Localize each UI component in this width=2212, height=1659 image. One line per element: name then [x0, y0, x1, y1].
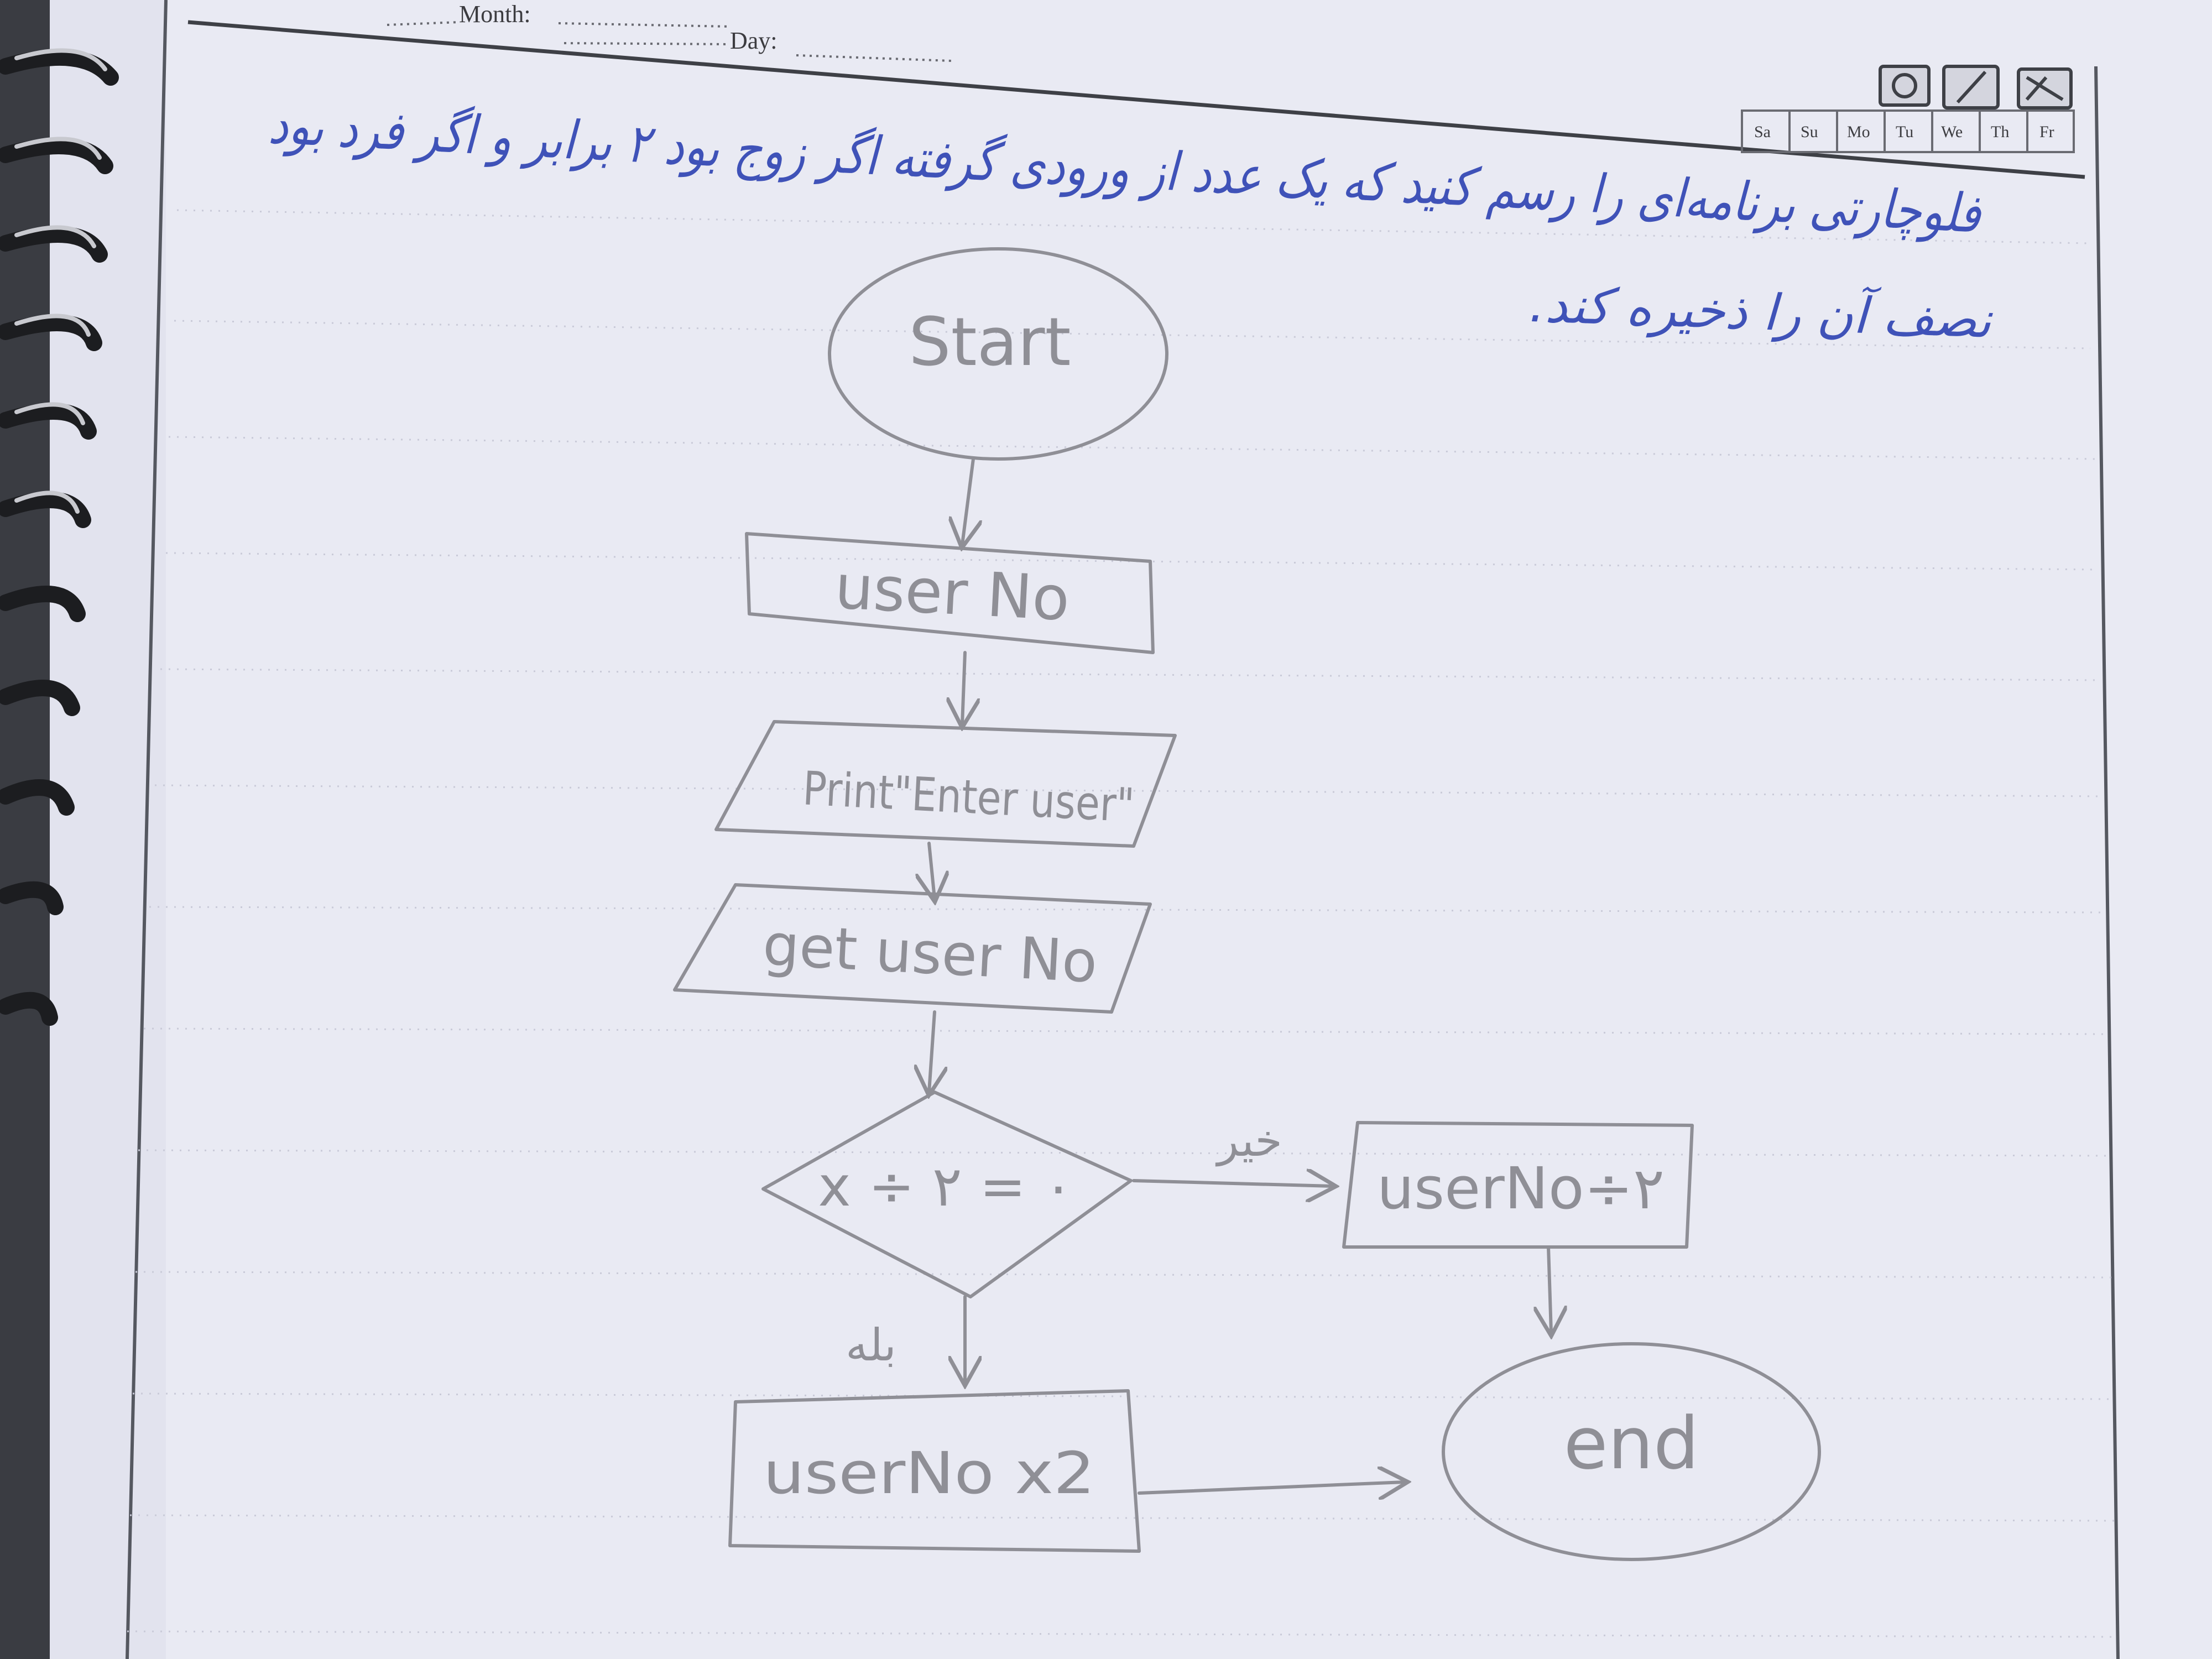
variable-process-box [745, 532, 1155, 654]
end-terminal [1442, 1342, 1821, 1561]
input-box [673, 883, 1152, 1014]
no-action-label: userNo÷۲ [1377, 1155, 1665, 1222]
arrow-input-to-decision [929, 1010, 935, 1092]
decision-label: x ÷ ۲ = ۰ [818, 1154, 1073, 1219]
decision-diamond [761, 1091, 1133, 1298]
yes-branch-label: بله [846, 1319, 896, 1371]
yes-action-box [728, 1389, 1141, 1553]
month-label: Month: [459, 1, 531, 28]
weekday-mo: Mo [1847, 123, 1870, 141]
page-right-border [2094, 66, 2120, 1659]
start-label: Start [909, 304, 1071, 381]
yes-action-label: userNo x2 [763, 1439, 1095, 1507]
print-output-box [714, 720, 1177, 848]
no-action-box [1342, 1121, 1694, 1249]
weekday-th: Th [1991, 123, 2009, 141]
weekday-tu: Tu [1896, 123, 1913, 141]
start-terminal [828, 247, 1168, 461]
weekday-fr: Fr [2039, 123, 2054, 141]
arrow-variable-to-print [962, 651, 965, 724]
arrow-print-to-input [929, 842, 935, 899]
no-branch-label: خیر [1215, 1115, 1282, 1167]
arrow-yes-action-to-end [1138, 1482, 1405, 1493]
arrow-no-branch [1132, 1181, 1333, 1186]
weather-icons [1879, 65, 2073, 109]
page-margin-line [126, 0, 168, 1659]
ruled-lines [127, 209, 2119, 1638]
day-label: Day: [730, 27, 778, 54]
date-header: Month: Day: [387, 1, 952, 62]
weekday-we: We [1941, 123, 1963, 141]
weekday-sa: Sa [1754, 123, 1771, 141]
weekday-row: Sa Su Mo Tu We Th Fr [1741, 109, 2075, 153]
sun-icon [1879, 65, 1931, 107]
variable-label: user No [833, 551, 1072, 634]
end-label: end [1564, 1401, 1699, 1485]
flowchart: Start user No Print"Enter user" get user… [673, 247, 1821, 1561]
arrow-start-to-variable [962, 457, 973, 545]
spiral-binding [0, 0, 119, 1659]
weekday-su: Su [1801, 123, 1818, 141]
arrow-no-action-to-end [1548, 1245, 1551, 1333]
